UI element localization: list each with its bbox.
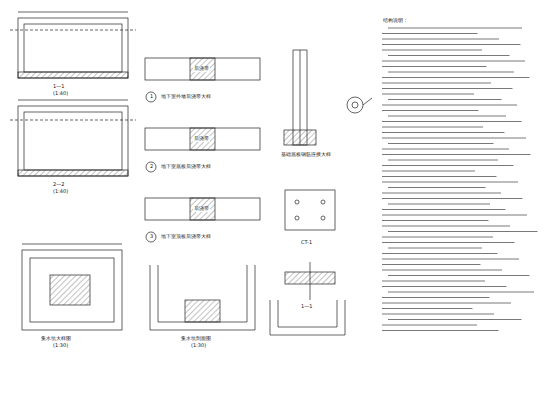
note-line <box>388 28 522 29</box>
note-line <box>382 193 501 194</box>
drawing-label: 集水坑大样图 <box>40 336 72 342</box>
note-line <box>382 286 507 287</box>
note-line <box>382 138 526 139</box>
note-line <box>382 237 493 238</box>
note-line <box>382 77 530 78</box>
drawing-label: CT-1 <box>300 240 313 246</box>
note-line <box>382 314 494 315</box>
drawing-label: 1—1 <box>300 304 313 310</box>
drawing-label: 后浇带 <box>193 66 210 72</box>
note-line <box>382 198 523 199</box>
drawing-label: 结构说明： <box>382 18 409 24</box>
note-line <box>382 61 525 62</box>
drawing-label: 地下室外墙后浇带大样 <box>160 94 212 100</box>
drawing-label: 2 <box>149 164 154 170</box>
drawing-label: 1 <box>149 94 154 100</box>
note-line <box>382 39 499 40</box>
drawing-label: 集水坑剖面图 <box>180 336 212 342</box>
note-line <box>382 270 502 271</box>
note-line <box>382 220 489 221</box>
note-line <box>382 44 521 45</box>
note-line <box>382 127 483 128</box>
note-line <box>382 264 481 265</box>
note-line <box>388 319 522 320</box>
drawing-label: 后浇带 <box>193 136 210 142</box>
note-line <box>382 94 474 95</box>
note-line <box>388 143 494 144</box>
note-line <box>382 303 511 304</box>
note-line <box>382 110 479 111</box>
note-line <box>382 297 490 298</box>
drawing-label: 基础底板钢筋连接大样 <box>280 152 332 158</box>
note-line <box>382 83 491 84</box>
drawing-label: (1:30) <box>190 343 207 349</box>
drawing-label: 1—1 <box>52 84 65 90</box>
note-line <box>382 105 517 106</box>
note-line <box>382 330 499 331</box>
note-line <box>382 176 497 177</box>
note-line <box>388 116 506 117</box>
note-line <box>382 50 482 51</box>
note-line <box>388 187 486 188</box>
note-line <box>388 248 482 249</box>
note-line <box>388 55 510 56</box>
note-line <box>382 253 498 254</box>
note-line <box>388 72 514 73</box>
note-line <box>382 132 505 133</box>
note-line <box>382 121 522 122</box>
note-line <box>382 171 475 172</box>
note-line <box>382 308 473 309</box>
note-line <box>388 160 498 161</box>
drawing-label: 地下室顶板后浇带大样 <box>160 234 212 240</box>
note-line <box>388 292 534 293</box>
note-line <box>382 281 485 282</box>
note-line <box>388 99 502 100</box>
note-line <box>388 204 490 205</box>
note-line <box>388 231 538 232</box>
drawing-label: 3 <box>149 234 154 240</box>
note-line <box>382 215 527 216</box>
drawing-label: (1:30) <box>52 343 69 349</box>
note-line <box>382 33 478 34</box>
note-line <box>382 154 531 155</box>
drawing-label: 后浇带 <box>193 206 210 212</box>
note-line <box>382 149 509 150</box>
drawing-label: 地下室底板后浇带大样 <box>160 164 212 170</box>
note-line <box>382 182 518 183</box>
note-line <box>382 226 510 227</box>
note-line <box>382 209 506 210</box>
note-line <box>382 242 515 243</box>
note-line <box>382 165 514 166</box>
note-line <box>382 259 519 260</box>
drawing-label: (1:40) <box>52 91 69 97</box>
note-line <box>382 88 513 89</box>
note-line <box>388 275 530 276</box>
note-line <box>382 66 487 67</box>
drawing-label: 2—2 <box>52 182 65 188</box>
note-line <box>382 325 477 326</box>
drawing-label: (1:40) <box>52 189 69 195</box>
